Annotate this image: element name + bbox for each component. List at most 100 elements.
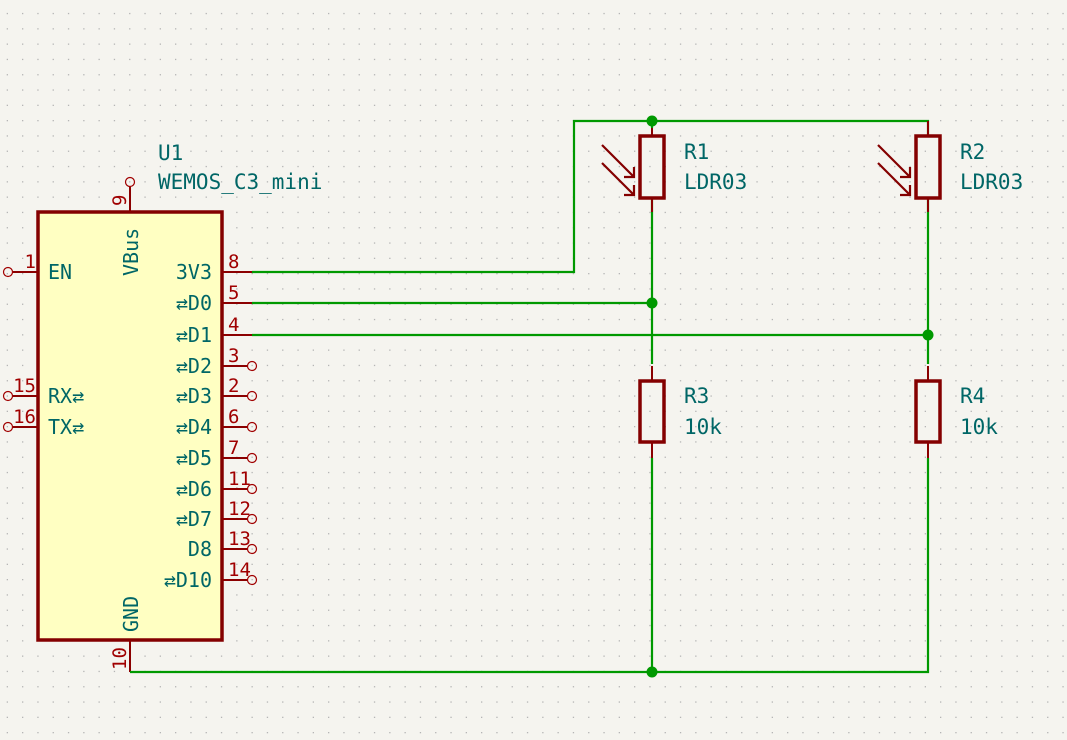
r3-body[interactable]: [638, 379, 666, 444]
grid-dot: [832, 533, 835, 535]
grid-dot: [725, 150, 728, 152]
r3-value[interactable]: 10k: [684, 415, 722, 439]
r1-body[interactable]: [638, 134, 666, 200]
grid-dot: [328, 716, 330, 718]
u1-pin-d0[interactable]: 5⇄D0: [176, 282, 252, 315]
component-r2[interactable]: R2 LDR03: [877, 121, 1023, 212]
grid-dot: [725, 318, 728, 321]
grid-dot: [924, 686, 926, 688]
u1-pin-d5[interactable]: 7⇄D5: [176, 437, 258, 470]
grid-dot: [894, 624, 896, 627]
grid-dot: [389, 303, 391, 305]
u1-pin-d3[interactable]: 2⇄D3: [176, 375, 258, 408]
grid-dot: [588, 533, 590, 535]
grid-dot: [297, 426, 299, 428]
grid-dot: [878, 502, 881, 504]
grid-dot: [1016, 563, 1018, 565]
r4-body[interactable]: [914, 379, 942, 444]
grid-dot: [863, 257, 865, 259]
component-r3[interactable]: R3 10k: [638, 366, 722, 458]
u1-pin-d4[interactable]: 6⇄D4: [176, 406, 258, 439]
grid-dot: [878, 273, 881, 275]
grid-dot: [358, 732, 360, 734]
u1-value[interactable]: WEMOS_C3_mini: [158, 170, 322, 194]
u1-pin-gnd[interactable]: 10 GND: [109, 596, 143, 672]
grid-dot: [832, 196, 835, 198]
u1-pin-d1[interactable]: 4⇄D1: [176, 314, 252, 347]
u1-pin-d2[interactable]: 3⇄D2: [176, 345, 258, 378]
u1-pin-vbus[interactable]: 9 VBus: [109, 176, 143, 277]
grid-dot: [236, 150, 238, 152]
grid-dot: [328, 655, 330, 657]
r4-value[interactable]: 10k: [960, 415, 998, 439]
junction-dot[interactable]: [646, 115, 658, 127]
r1-value[interactable]: LDR03: [684, 170, 747, 194]
u1-pin-d6[interactable]: 11⇄D6: [176, 468, 258, 501]
r4-reference[interactable]: R4: [960, 384, 985, 408]
grid-dot: [955, 732, 957, 734]
grid-dot: [664, 563, 666, 565]
grid-dot: [542, 242, 544, 244]
grid-dot: [266, 701, 269, 703]
grid-dot: [496, 120, 498, 122]
grid-dot: [940, 701, 942, 703]
grid-dot: [924, 165, 926, 168]
grid-dot: [679, 548, 682, 550]
grid-dot: [756, 548, 758, 550]
u1-pin-d7[interactable]: 12⇄D7: [176, 498, 258, 531]
grid-dot: [404, 456, 406, 458]
grid-dot: [1016, 135, 1018, 137]
grid-dot: [450, 716, 452, 718]
component-r4[interactable]: R4 10k: [914, 366, 998, 458]
grid-dot: [358, 12, 360, 15]
grid-dot: [940, 364, 942, 367]
u1-reference[interactable]: U1: [158, 141, 183, 165]
grid-dot: [220, 655, 223, 657]
junction-dot[interactable]: [646, 666, 658, 678]
u1-pin-d10[interactable]: 14⇄D10: [164, 559, 258, 592]
grid-dot: [817, 227, 819, 229]
grid-dot: [159, 165, 161, 168]
r3-reference[interactable]: R3: [684, 384, 709, 408]
grid-dot: [37, 150, 39, 152]
grid-dot: [526, 502, 529, 504]
grid-dot: [159, 150, 161, 152]
grid-dot: [251, 487, 253, 489]
grid-dot: [863, 242, 865, 244]
grid-dot: [37, 686, 39, 688]
component-r1[interactable]: R1 LDR03: [601, 128, 747, 212]
r2-reference[interactable]: R2: [960, 140, 985, 164]
grid-dot: [404, 242, 406, 244]
r1-reference[interactable]: R1: [684, 140, 709, 164]
grid-dot: [83, 74, 85, 76]
grid-dot: [955, 58, 957, 61]
wire-3v3[interactable]: [252, 119, 930, 274]
grid-dot: [1031, 181, 1034, 183]
grid-dot: [741, 563, 743, 565]
u1-body[interactable]: [36, 210, 224, 642]
grid-dot: [894, 640, 896, 642]
wire-gnd[interactable]: [130, 458, 930, 674]
grid-dot: [940, 318, 942, 321]
grid-dot: [511, 517, 513, 520]
grid-dot: [404, 196, 406, 198]
grid-dot: [282, 28, 284, 30]
r2-body[interactable]: [914, 134, 942, 200]
grid-dot: [603, 43, 605, 45]
grid-dot: [802, 349, 804, 351]
grid-dot: [878, 716, 881, 718]
grid-dot: [175, 104, 177, 106]
r2-value[interactable]: LDR03: [960, 170, 1023, 194]
grid-dot: [282, 426, 284, 428]
junction-dot[interactable]: [646, 297, 658, 309]
grid-dot: [1016, 364, 1018, 367]
junction-dot[interactable]: [922, 329, 934, 341]
grid-dot: [787, 380, 789, 382]
